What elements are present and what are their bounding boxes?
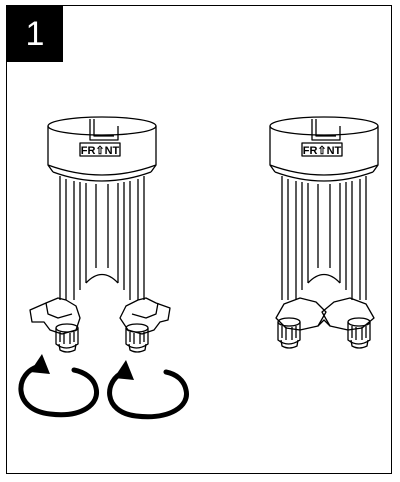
rotate-arrow-icon <box>107 360 189 420</box>
rotate-arrow-icon <box>18 354 100 418</box>
step-number-badge: 1 <box>7 6 63 62</box>
right-assembly <box>269 116 379 349</box>
instruction-panel: 1 <box>6 5 392 474</box>
front-label-box-right <box>301 142 343 157</box>
front-label-right: FR⇧NT <box>303 145 342 157</box>
front-label-box-left <box>79 142 121 157</box>
front-label-left: FR⇧NT <box>81 145 120 157</box>
left-assembly <box>29 116 171 353</box>
